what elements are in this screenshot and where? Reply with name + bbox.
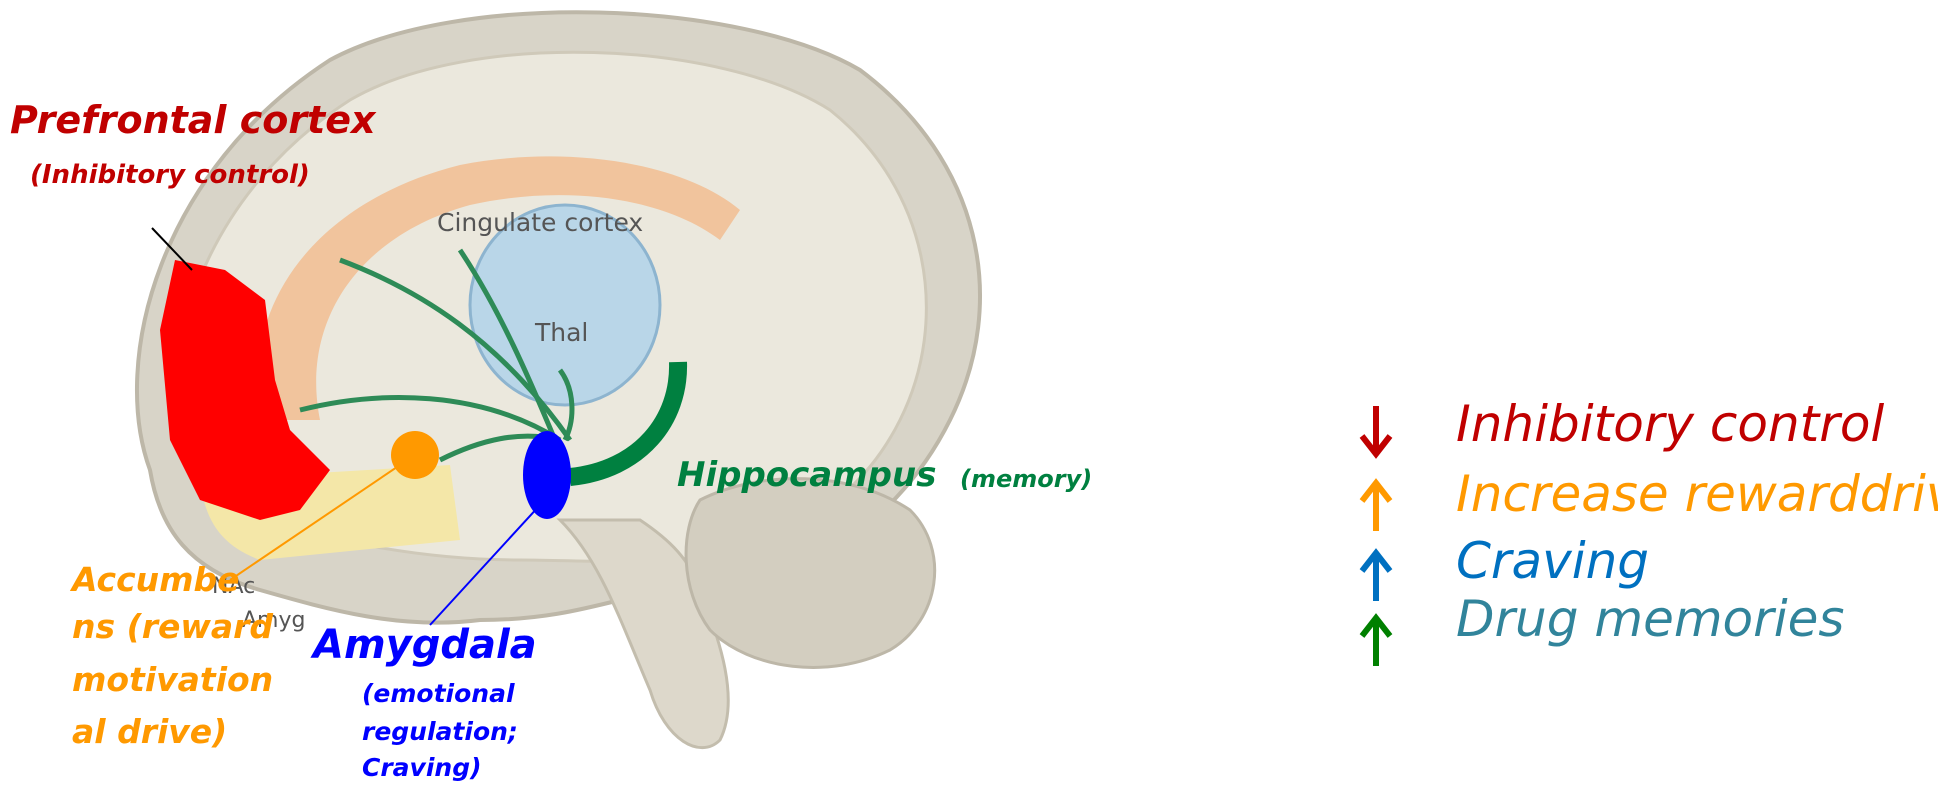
accumbens-circle [391, 431, 439, 479]
accumbens-line-4: al drive) [72, 712, 227, 751]
legend-inhibitory-control: Inhibitory control [1456, 395, 1884, 453]
cingulate-cortex-label: Cingulate cortex [437, 208, 643, 237]
accumbens-line-3: motivation [72, 660, 273, 699]
legend-craving: Craving [1456, 532, 1649, 590]
legend-drug-memories: Drug memories [1456, 590, 1844, 648]
prefrontal-cortex-title: Prefrontal cortex [10, 98, 376, 142]
hippocampus-title: Hippocampus [677, 455, 936, 495]
amygdala-line-1: (emotional [362, 679, 515, 708]
hippocampus-subtitle: (memory) [960, 465, 1092, 493]
prefrontal-cortex-subtitle: (Inhibitory control) [30, 160, 310, 190]
legend-increase-reward-drive: Increase rewarddrive [1456, 465, 1938, 523]
cerebellum [686, 479, 935, 668]
accumbens-line-2: ns (reward [72, 607, 273, 646]
down-arrow-icon [1356, 402, 1396, 462]
amygdala-ellipse [523, 431, 571, 519]
amygdala-title: Amygdala [313, 622, 537, 668]
thalamus-label: Thal [535, 318, 588, 347]
up-arrow-icon [1356, 475, 1396, 535]
amygdala-line-3: Craving) [362, 753, 482, 782]
accumbens-line-1: Accumbe [72, 560, 240, 599]
up-arrow-icon [1356, 545, 1396, 605]
amygdala-line-2: regulation; [362, 717, 518, 746]
up-arrow-icon [1356, 610, 1396, 670]
